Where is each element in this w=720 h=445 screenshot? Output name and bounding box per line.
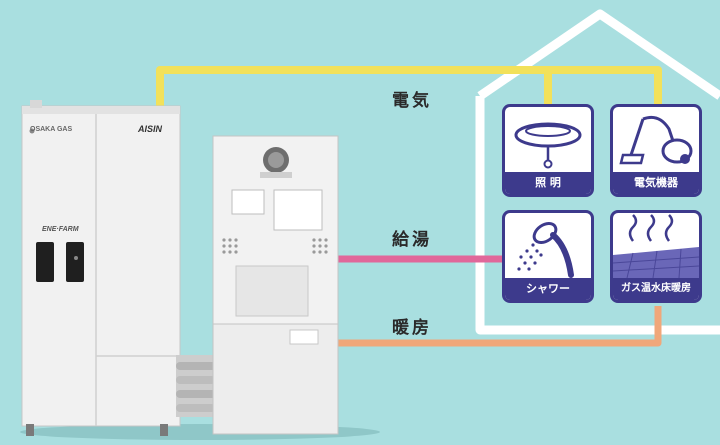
lighting-label: 照 明 [505,172,591,194]
floor-heating-label: ガス温水床暖房 [613,278,699,300]
lighting-appliance: 照 明 [502,104,594,197]
electric-appliance: 電気機器 [610,104,702,197]
fuel-cell-unit [21,100,181,436]
heating-label: 暖房 [392,318,432,338]
hot-water-label: 給湯 [392,230,432,250]
ene-farm-logo: ENE·FARM [42,226,79,233]
floor-heating-icon [613,214,699,278]
control-panel-right [66,242,84,282]
vacuum-cleaner-icon [619,115,693,165]
shower-head-icon [517,221,574,278]
brand-osaka-gas: OSAKA GAS [30,126,73,133]
control-panel-left [36,242,54,282]
backup-boiler-unit [212,135,339,435]
electricity-label: 電気 [392,91,432,111]
ceiling-light-icon [514,122,582,169]
heating-line [338,306,662,347]
electric-appliances-label: 電気機器 [613,172,699,194]
connection-pipes [176,355,216,417]
shower-label: シャワー [505,278,591,300]
brand-aisin: AISIN [138,124,163,134]
floor-heating-appliance: ガス温水床暖房 [610,210,702,303]
electricity-line [156,66,662,112]
shower-appliance: シャワー [502,210,594,303]
